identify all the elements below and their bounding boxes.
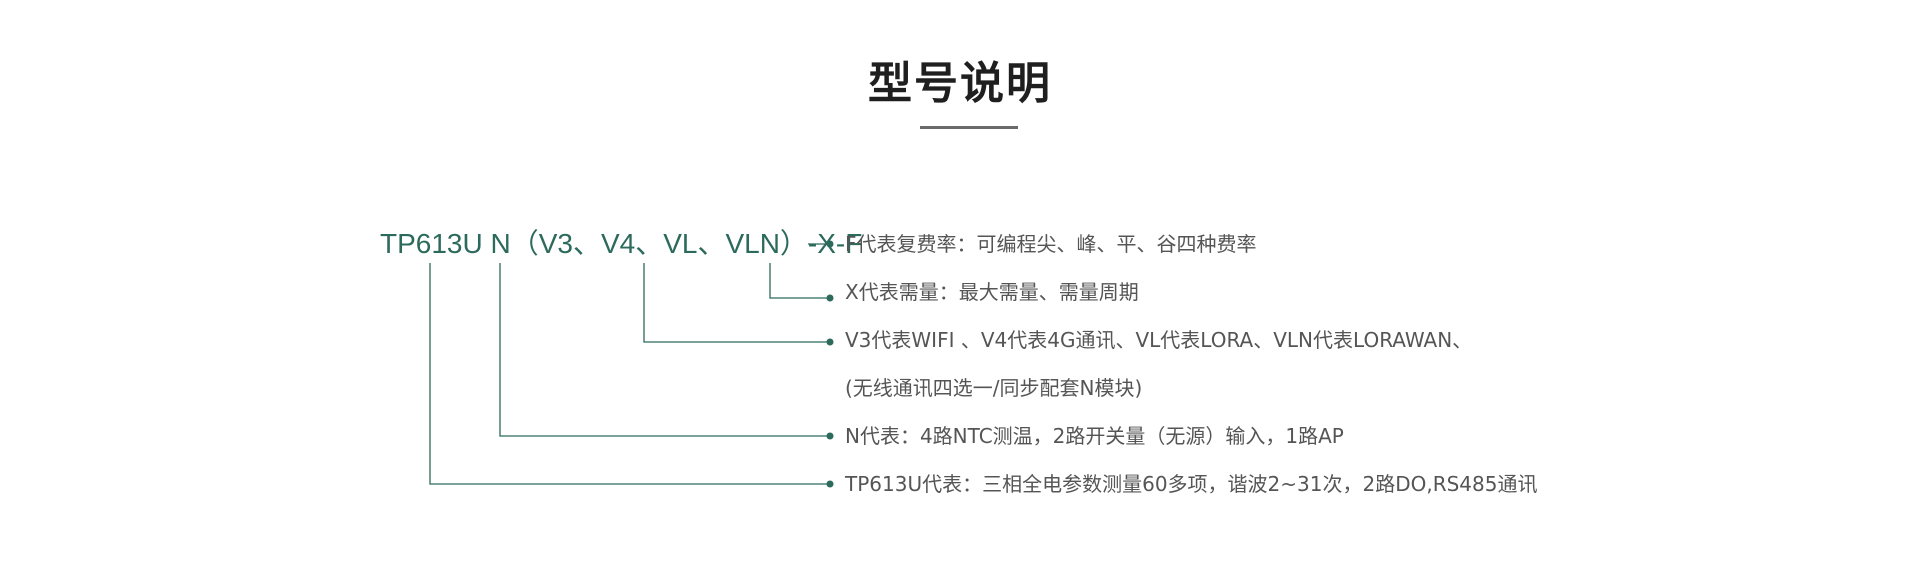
connector-v	[643, 263, 828, 343]
description-tp613u: TP613U代表：三相全电参数测量60多项，谐波2~31次，2路DO,RS485…	[845, 472, 1538, 496]
connector-n	[499, 263, 828, 437]
title-underline	[920, 126, 1018, 129]
connector-x	[769, 263, 828, 299]
connector-dot-x	[826, 294, 834, 302]
description-v: V3代表WIFI 、V4代表4G通讯、VL代表LORA、VLN代表LORAWAN…	[845, 328, 1473, 352]
description-v-note: (无线通讯四选一/同步配套N模块)	[845, 376, 1143, 400]
page-title: 型号说明	[868, 58, 1052, 109]
description-f: F代表复费率：可编程尖、峰、平、谷四种费率	[845, 232, 1257, 256]
connector-tp613u	[429, 263, 828, 485]
connector-dot-f	[826, 240, 834, 248]
description-x: X代表需量：最大需量、需量周期	[845, 280, 1139, 304]
connector-dot-v	[826, 338, 834, 346]
connector-dot-n	[826, 432, 834, 440]
connector-dot-tp613u	[826, 480, 834, 488]
description-n: N代表：4路NTC测温，2路开关量（无源）输入，1路AP	[845, 424, 1344, 448]
model-code: TP613U N（V3、V4、VL、VLN）-X-F	[380, 228, 863, 259]
